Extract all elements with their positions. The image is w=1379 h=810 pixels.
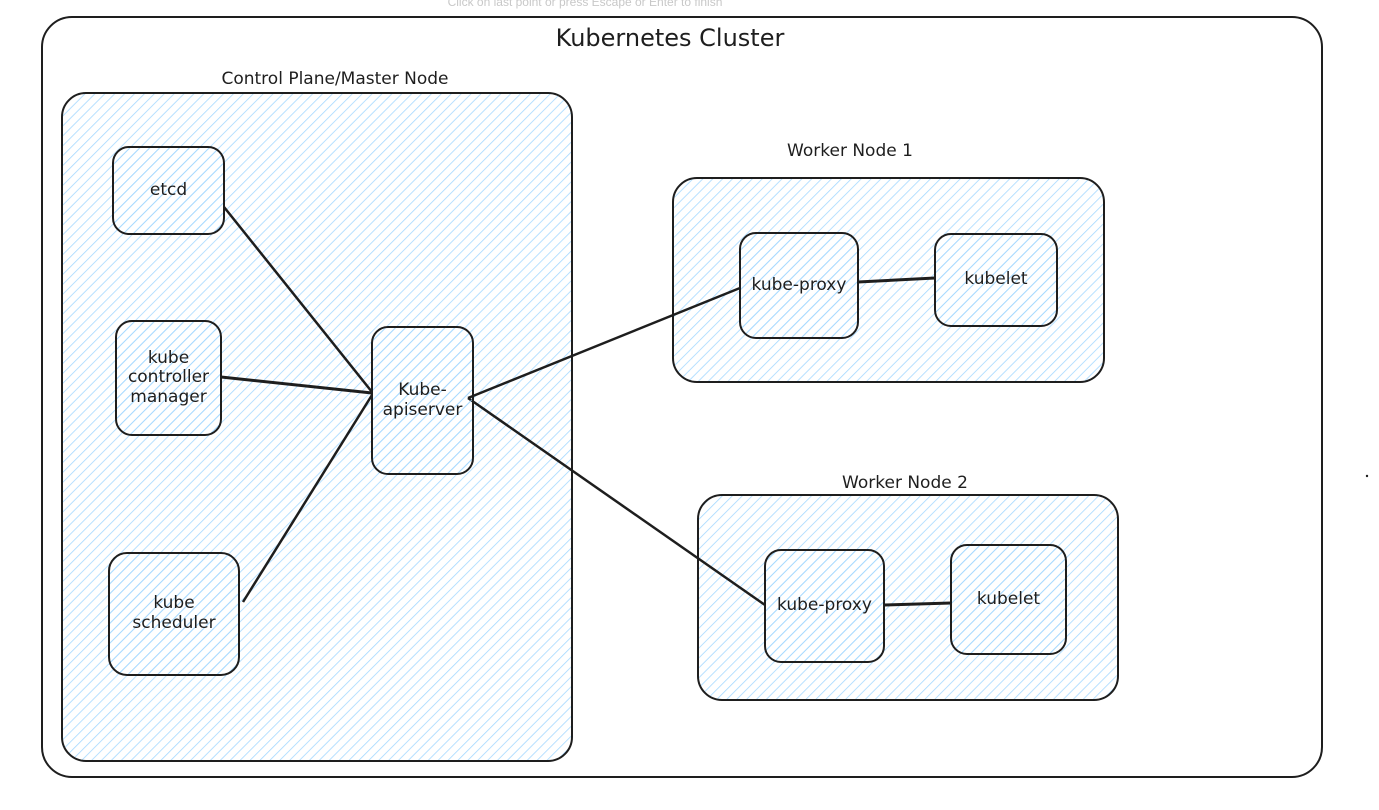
drawing-hint: Click on last point or press Escape or E… [447,0,723,9]
cluster-frame[interactable] [41,16,1323,778]
scheduler-box[interactable] [108,552,240,676]
worker2-proxy-box[interactable] [764,549,885,663]
cluster-title: Kubernetes Cluster [555,24,785,52]
connector-apiserver-worker2-proxy[interactable] [467,396,766,607]
apiserver-box[interactable] [371,326,474,475]
controller-manager-box[interactable] [115,320,222,436]
worker1-title: Worker Node 1 [787,141,913,161]
worker2-kubelet-box[interactable] [950,544,1067,655]
connector-worker1-proxy-kubelet[interactable] [857,276,936,284]
stray-dot [1365,474,1369,478]
connector-worker2-proxy-kubelet[interactable] [883,601,952,607]
control-plane-title: Control Plane/Master Node [221,69,449,89]
worker1-kubelet-box[interactable] [934,233,1058,327]
connector-apiserver-worker1-proxy[interactable] [467,286,741,400]
etcd-box[interactable] [112,146,225,235]
worker2-title: Worker Node 2 [842,473,968,493]
connector-controller-apiserver[interactable] [220,375,373,395]
connector-scheduler-apiserver[interactable] [241,394,374,603]
worker1-proxy-box[interactable] [739,232,859,339]
connector-etcd-apiserver[interactable] [223,206,373,393]
